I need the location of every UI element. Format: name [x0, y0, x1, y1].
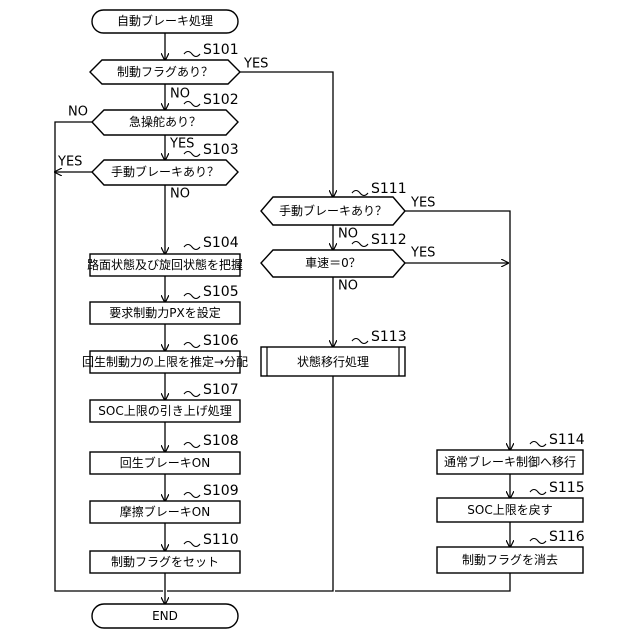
s115-step-label: S115 — [549, 480, 585, 496]
s104-text: 路面状態及び旋回状態を把握 — [87, 257, 243, 272]
s112-step-label: S112 — [371, 232, 407, 248]
s111-step-label: S111 — [371, 181, 407, 197]
s112-no-label: NO — [338, 279, 358, 294]
s105-text: 要求制動力PXを設定 — [109, 305, 220, 320]
s102-text: 急操舵あり？ — [129, 114, 201, 129]
s116-text: 制動フラグを消去 — [462, 553, 558, 567]
s116-step-label: S116 — [549, 529, 585, 545]
s112-yes-label: YES — [410, 246, 435, 261]
s101-no-label: NO — [170, 87, 190, 102]
s103-yes-label: YES — [57, 155, 82, 170]
s111-no-label: NO — [338, 227, 358, 242]
s113-text: 状態移行処理 — [297, 354, 369, 369]
s111-yes-label: YES — [410, 196, 435, 211]
s107-step-label: S107 — [203, 382, 239, 398]
s101-yes-label: YES — [243, 57, 268, 72]
s105-step-label: S105 — [203, 284, 239, 300]
s113-step-label: S113 — [371, 329, 407, 345]
start-label: 自動ブレーキ処理 — [117, 13, 213, 28]
s107-text: SOC上限の引き上げ処理 — [98, 404, 231, 418]
s102-no-label: NO — [68, 105, 88, 120]
s114-text: 通常ブレーキ制御へ移行 — [444, 454, 576, 469]
s102-yes-label: YES — [169, 137, 194, 152]
s109-text: 摩擦ブレーキON — [120, 504, 210, 519]
s115-text: SOC上限を戻す — [467, 503, 552, 517]
s114-step-label: S114 — [549, 432, 585, 448]
s103-no-label: NO — [170, 187, 190, 202]
s103-step-label: S103 — [203, 142, 239, 158]
s110-step-label: S110 — [203, 532, 239, 548]
s109-step-label: S109 — [203, 483, 239, 499]
s101-step-label: S101 — [203, 42, 239, 58]
s101-text: 制動フラグあり？ — [117, 65, 213, 79]
s106-step-label: S106 — [203, 333, 239, 349]
s112-text: 車速＝0？ — [305, 256, 361, 270]
s108-text: 回生ブレーキON — [120, 455, 210, 470]
s103-text: 手動ブレーキあり？ — [111, 164, 219, 179]
s110-text: 制動フラグをセット — [111, 555, 219, 569]
end-label: END — [152, 609, 178, 623]
s108-step-label: S108 — [203, 433, 239, 449]
s104-step-label: S104 — [203, 235, 239, 251]
s111-text: 手動ブレーキあり？ — [279, 203, 387, 218]
s106-text: 回生制動力の上限を推定→分配 — [82, 354, 248, 369]
s102-step-label: S102 — [203, 92, 239, 108]
